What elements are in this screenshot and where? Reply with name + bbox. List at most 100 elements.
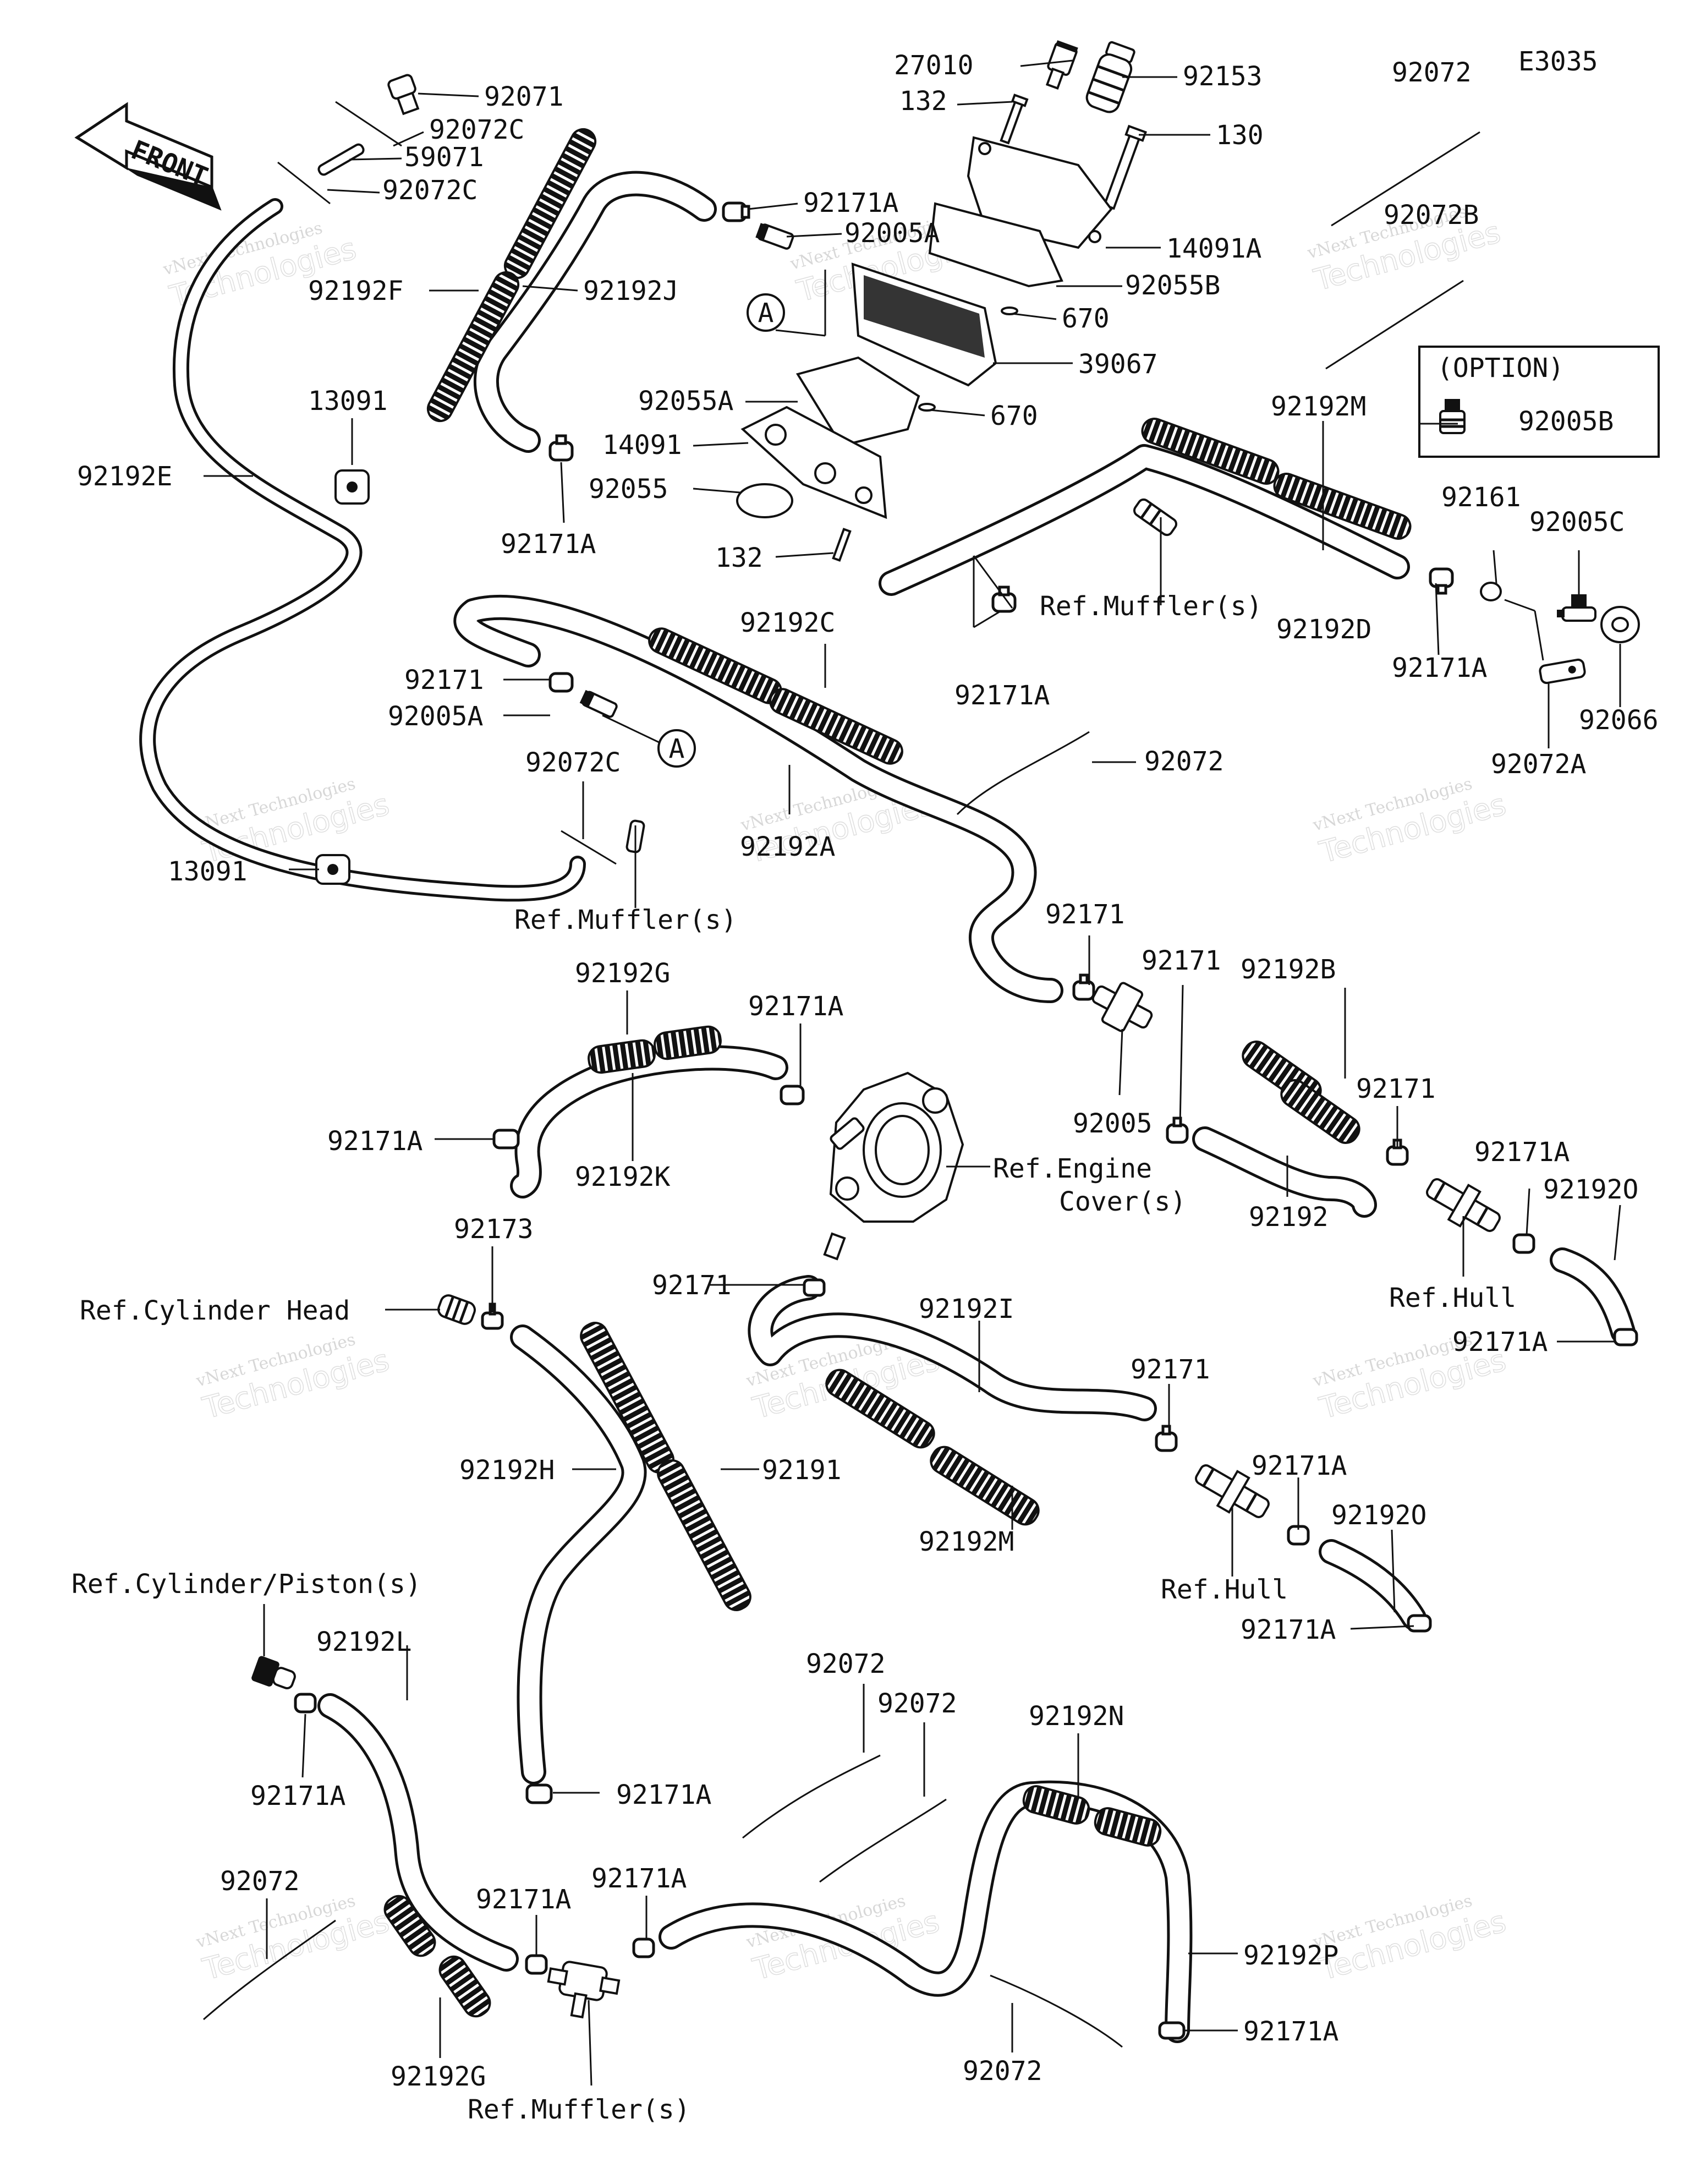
cable-tie-92072c	[335, 101, 402, 147]
sleeve-92192n	[1094, 1807, 1162, 1847]
gasket-92055b	[928, 202, 1063, 288]
part-label: 92171A	[616, 1780, 711, 1810]
cable-tie-92072	[956, 731, 1090, 815]
part-label: 92192O	[1543, 1174, 1638, 1205]
diagram-code: E3035	[1518, 46, 1598, 77]
part-label: 14091A	[1166, 233, 1261, 264]
sleeve-92192m	[1273, 473, 1412, 540]
part-label: 92072	[1144, 746, 1224, 777]
clamp-icon	[1158, 2021, 1186, 2040]
part-label: Ref.Muffler(s)	[514, 905, 737, 935]
part-label: 59071	[404, 142, 484, 173]
bolt-130	[1103, 124, 1147, 210]
cable-tie-92072	[990, 1974, 1123, 2048]
part-label: 92171	[1356, 1074, 1436, 1104]
clamp-icon	[294, 1693, 317, 1714]
sleeve-92192g	[588, 1039, 656, 1074]
part-label: 92171A	[1241, 1614, 1336, 1645]
part-label: Cover(s)	[1059, 1186, 1186, 1217]
part-labels: E3035 (OPTION) 92071 92072C 59071 92072C…	[72, 46, 1659, 2125]
part-label: 92066	[1579, 705, 1659, 736]
cover-14091a	[967, 136, 1113, 249]
part-label: 92171A	[501, 529, 596, 560]
part-label: 92192B	[1241, 954, 1336, 985]
part-label: 92192C	[740, 607, 835, 638]
section-marker-a: A	[758, 298, 774, 329]
part-label: 92192G	[575, 958, 670, 989]
part-label: 92171A	[1474, 1137, 1570, 1168]
washer-92161	[1480, 582, 1502, 601]
part-label: 92192G	[391, 2061, 486, 2092]
part-label: 14091	[602, 430, 682, 461]
fitting-cylinder-piston	[251, 1656, 296, 1689]
clamp-icon	[1613, 1328, 1638, 1346]
hull-fitting	[1195, 1464, 1270, 1518]
sleeve-92192g-lower	[438, 1955, 491, 2018]
part-label: 92192M	[919, 1526, 1014, 1557]
part-label: 130	[1216, 120, 1264, 151]
part-label: 132	[899, 86, 947, 117]
part-label: 92192E	[77, 461, 172, 492]
part-label: 132	[715, 543, 763, 573]
part-label: 92191	[762, 1455, 842, 1486]
sleeve-92192b	[1280, 1079, 1360, 1144]
plug-92005c	[1557, 594, 1596, 622]
sleeve-92191	[657, 1459, 751, 1611]
part-label: 92192F	[308, 276, 403, 306]
part-label: 92153	[1183, 61, 1263, 92]
part-label: 92005A	[844, 218, 940, 249]
part-label: 92171A	[803, 188, 898, 218]
tee-92005	[1091, 982, 1153, 1032]
clamp-icon	[803, 1278, 826, 1297]
part-label: 92192A	[740, 831, 835, 862]
part-label: 92071	[484, 81, 564, 112]
part-label: 92192K	[575, 1162, 670, 1192]
part-label: 670	[990, 401, 1038, 431]
part-label: Ref.Muffler(s)	[1040, 591, 1263, 622]
muffler-nipple	[1133, 498, 1178, 537]
clamp-icon	[1429, 567, 1454, 595]
clamp-icon	[525, 1954, 548, 1975]
part-label: 92192N	[1029, 1701, 1124, 1732]
clamp-icon	[1072, 973, 1095, 1001]
part-label: 92171A	[1452, 1327, 1548, 1358]
part-label: 92072C	[429, 114, 524, 145]
sleeve-92192m-lower	[930, 1446, 1040, 1526]
cable-tie-92072	[1331, 131, 1480, 227]
cable-tie-92072b	[1325, 280, 1464, 370]
cable-tie-92072	[819, 1798, 947, 1883]
clamp-icon	[1155, 1425, 1178, 1452]
fitting-92071	[387, 74, 420, 116]
part-label: 92171A	[327, 1126, 422, 1157]
part-label: 92055B	[1125, 270, 1220, 301]
sleeve-92192m	[1141, 418, 1280, 485]
part-label: 92072C	[525, 747, 621, 778]
part-label: 670	[1062, 303, 1110, 334]
sleeve-92192g	[654, 1025, 722, 1060]
part-label: 92171	[1131, 1354, 1210, 1385]
part-label: 92072	[877, 1688, 957, 1719]
part-label: Ref.Hull	[1161, 1574, 1288, 1605]
part-label: Ref.Muffler(s)	[468, 2094, 690, 2125]
part-label: 92171A	[250, 1781, 345, 1811]
cable-tie-92072c	[561, 830, 617, 865]
option-box	[1418, 346, 1660, 458]
part-label: 92072	[806, 1649, 886, 1679]
fittings	[203, 40, 1640, 2048]
part-label: 92171A	[591, 1863, 687, 1894]
cap-92066	[1600, 606, 1640, 643]
part-label: 92055A	[638, 386, 733, 417]
part-label: 39067	[1078, 349, 1158, 380]
part-label: 92171A	[954, 680, 1050, 711]
part-label: Ref.Cylinder Head	[80, 1295, 350, 1326]
clamp-icon	[780, 1085, 805, 1105]
part-label: 92055	[589, 474, 668, 505]
clamp-icon	[548, 672, 574, 693]
part-label: 92072	[963, 2056, 1042, 2087]
part-label: 92005A	[388, 701, 483, 732]
clamp-icon	[722, 201, 750, 222]
clamp-icon	[492, 1129, 520, 1150]
pin-59071	[317, 143, 365, 176]
clamp-icon	[1166, 1116, 1189, 1144]
